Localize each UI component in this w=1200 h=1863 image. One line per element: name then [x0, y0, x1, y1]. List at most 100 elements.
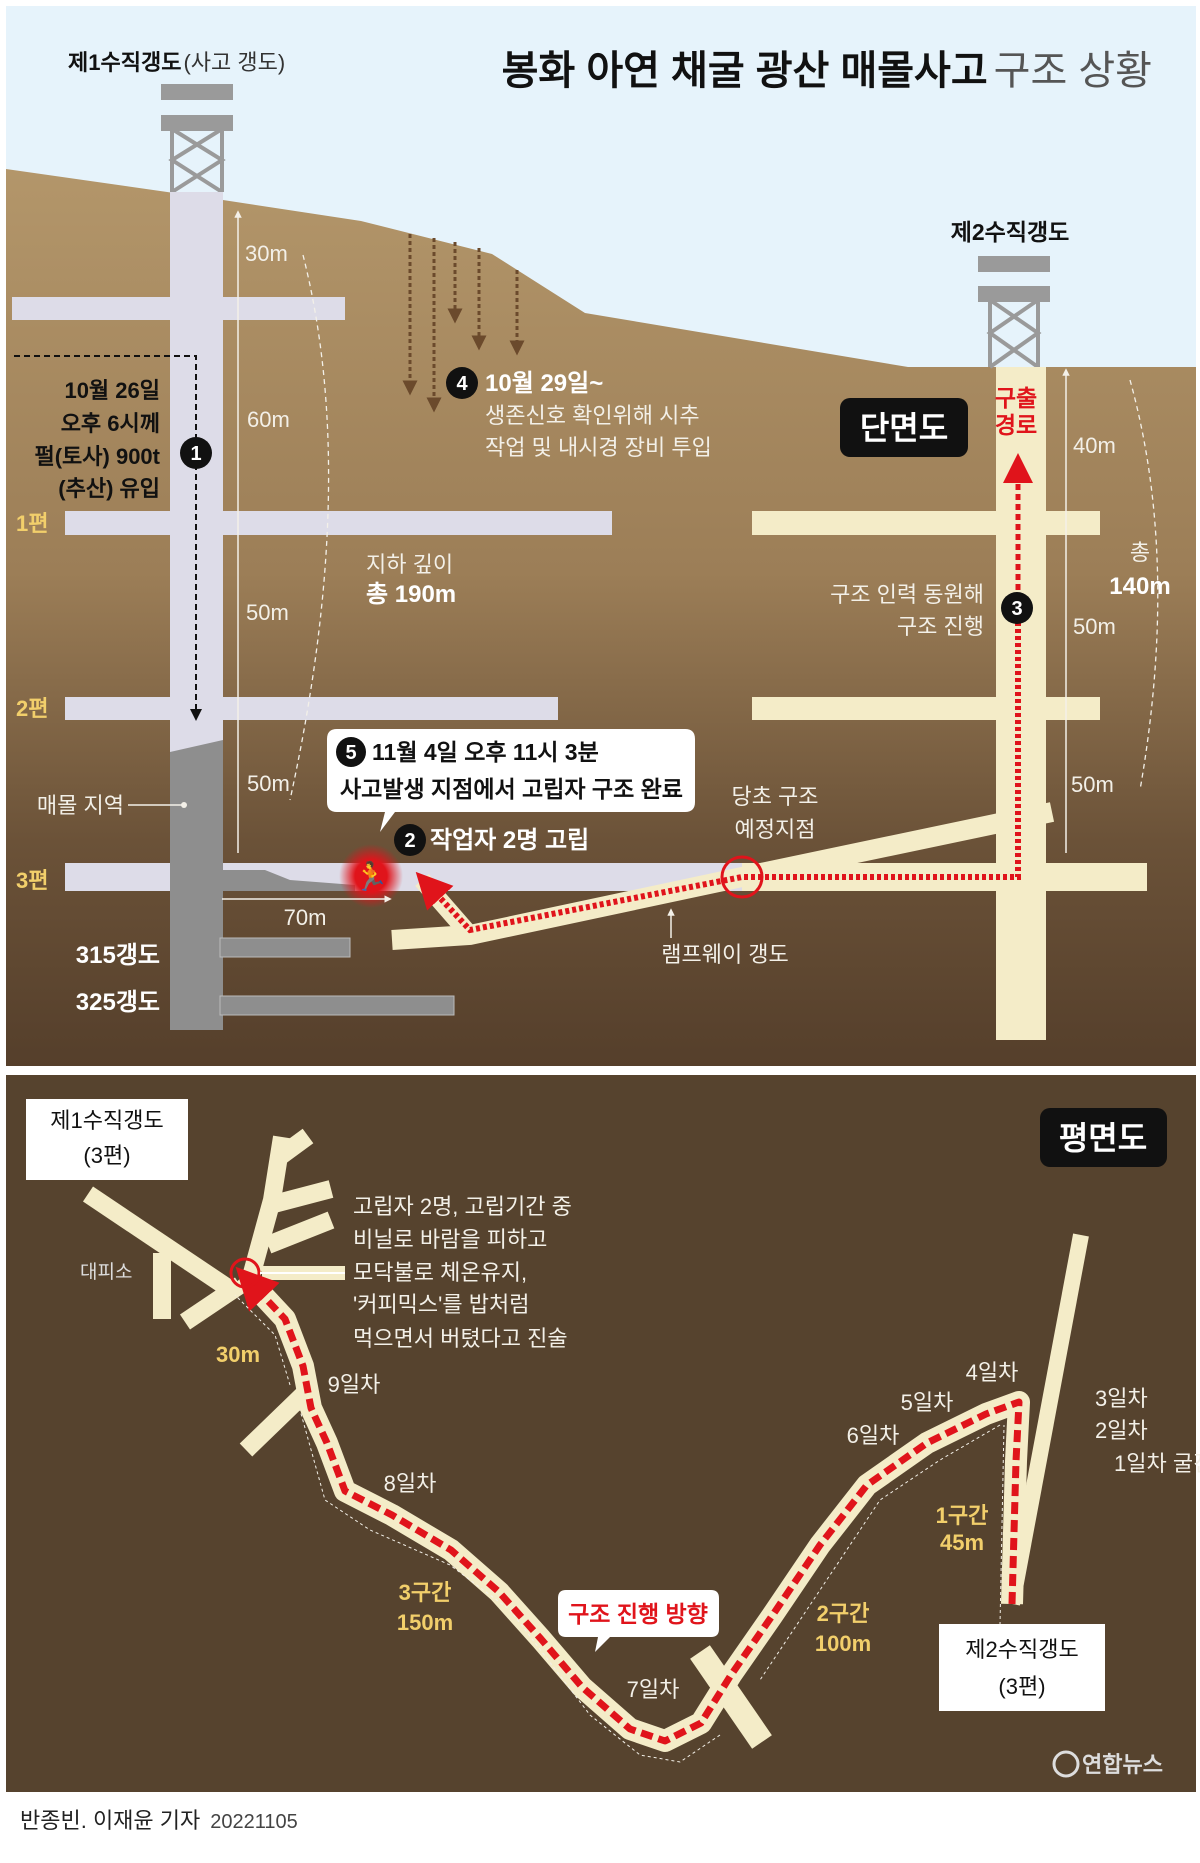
day-label: 8일차 — [384, 1471, 437, 1496]
day-label: 7일차 — [627, 1677, 680, 1702]
planned-point-label: 당초 구조 — [731, 784, 818, 809]
depth-arc-right — [1129, 379, 1159, 791]
survival-note: 비닐로 바람을 피하고 — [353, 1227, 547, 1252]
survival-note: 모닥불로 체온유지, — [353, 1260, 527, 1285]
plan-tunnel — [82, 1186, 237, 1298]
event5-text: 사고발생 지점에서 고립자 구조 완료 — [340, 776, 683, 802]
depth-arc-left — [289, 254, 330, 801]
tunnel-level2-right — [752, 697, 1100, 720]
segment-30m-label: 30m — [216, 1342, 260, 1367]
event3-text: 구조 인력 동원해 — [830, 582, 984, 607]
shaft1-plan-level: (3편) — [83, 1143, 130, 1168]
title-sub: 구조 상황 — [994, 49, 1152, 93]
shaft2-plan-level: (3편) — [998, 1674, 1045, 1699]
yonhap-logo: 연합뉴스 — [1052, 1750, 1163, 1778]
event4-text: 작업 및 내시경 장비 투입 — [485, 435, 712, 460]
tunnel-315 — [219, 937, 351, 958]
level-label-2: 2편 — [16, 696, 48, 721]
yonhap-logo-icon — [1052, 1750, 1080, 1778]
buried-area — [170, 740, 355, 1030]
event3-number: 3 — [1011, 598, 1022, 620]
event1-number: 1 — [190, 443, 201, 465]
survival-note: '커피믹스'를 밥처럼 — [353, 1292, 529, 1317]
event1-text: 오후 6시께 — [61, 411, 160, 436]
tunnel-level1-right — [752, 511, 1100, 535]
planned-point-marker — [720, 855, 764, 899]
shelter-label: 대피소 — [80, 1261, 132, 1283]
planned-point-label: 예정지점 — [735, 817, 816, 842]
plan-tunnel — [690, 1645, 772, 1749]
depth-label: 50m — [1073, 614, 1116, 639]
escape-route-label: 경로 — [995, 412, 1037, 438]
event4-text: 10월 29일~ — [485, 370, 603, 397]
trapped-workers-icon: 🏃 — [354, 860, 389, 892]
plan-distance-lines — [234, 1294, 1005, 1763]
inflow-path — [14, 355, 202, 721]
depth-label: 50m — [1071, 772, 1114, 797]
distance-line — [299, 1409, 721, 1763]
escape-route-label: 구출 — [995, 385, 1037, 411]
plan-rescue-route — [235, 1266, 1023, 1745]
event5-number: 5 — [345, 742, 356, 764]
total-right-value: 140m — [1109, 573, 1170, 600]
event1-text: (추산) 유입 — [58, 476, 160, 501]
plan-tunnel — [179, 1277, 246, 1330]
shaft2-label: 제2수직갱도 — [951, 219, 1070, 245]
yonhap-logo-text: 연합뉴스 — [1082, 1752, 1163, 1777]
plan-view-badge — [1040, 1108, 1167, 1167]
plan-tunnel — [239, 1383, 315, 1457]
event5-text: 11월 4일 오후 11시 3분 — [372, 739, 599, 765]
section2-length: 100m — [815, 1631, 871, 1656]
tunnel-level1-left — [65, 511, 612, 535]
level-label-1: 1편 — [16, 511, 48, 536]
shaft2-plan-label: 제2수직갱도 — [965, 1637, 1078, 1662]
rescue-route — [415, 608, 1021, 934]
plan-view-badge-label: 평면도 — [1059, 1120, 1147, 1156]
tunnel-325-label: 325갱도 — [76, 989, 160, 1016]
section3-name: 3구간 — [399, 1580, 452, 1605]
section-view-badge — [840, 398, 968, 457]
day-label: 1일차 굴진 — [1114, 1451, 1200, 1476]
event4-text: 생존신호 확인위해 시추 — [485, 403, 700, 428]
survival-note: 고립자 2명, 고립기간 중 — [353, 1194, 572, 1219]
shaft1-plan-box — [26, 1099, 188, 1180]
direction-label: 구조 진행 방향 — [568, 1601, 708, 1627]
day-label: 2일차 — [1095, 1418, 1148, 1443]
shaft1-label: 제1수직갱도 — [68, 50, 181, 75]
trapped-workers-marker — [339, 844, 403, 908]
tunnel-325 — [219, 995, 455, 1016]
shaft1-plan-label: 제1수직갱도 — [50, 1108, 163, 1133]
depth-label: 40m — [1073, 433, 1116, 458]
depth-label: 50m — [247, 771, 290, 796]
shaft1-tower-icon — [161, 84, 233, 194]
event1-text: 10월 26일 — [64, 378, 160, 403]
tunnel-level2-left — [65, 697, 558, 720]
event5-badge — [336, 737, 366, 767]
depth-label: 30m — [245, 241, 288, 266]
distance-label: 70m — [284, 905, 327, 930]
event2-number: 2 — [404, 830, 415, 852]
event2-badge — [394, 824, 426, 856]
credit-date: 20221105 — [210, 1811, 298, 1833]
section1-length: 45m — [940, 1530, 984, 1555]
shaft2-tower-icon — [978, 256, 1050, 369]
direction-callout — [558, 1590, 719, 1652]
survival-note: 먹으면서 버텼다고 진술 — [353, 1326, 568, 1351]
tunnel-315-label: 315갱도 — [76, 942, 160, 969]
depth-label: 60m — [247, 407, 290, 432]
event3-badge — [1001, 592, 1033, 624]
drilling-arrows — [402, 234, 525, 413]
day-label: 4일차 — [966, 1360, 1019, 1385]
day-label: 5일차 — [901, 1390, 954, 1415]
shaft1-note: (사고 갱도) — [183, 50, 285, 75]
shaft2 — [996, 367, 1046, 1040]
day-label: 3일차 — [1095, 1386, 1148, 1411]
event4-badge — [446, 367, 478, 399]
buried-pointer-dot — [181, 802, 187, 808]
shaft2-plan-box — [939, 1624, 1105, 1711]
rampway-tunnel — [391, 802, 1055, 950]
